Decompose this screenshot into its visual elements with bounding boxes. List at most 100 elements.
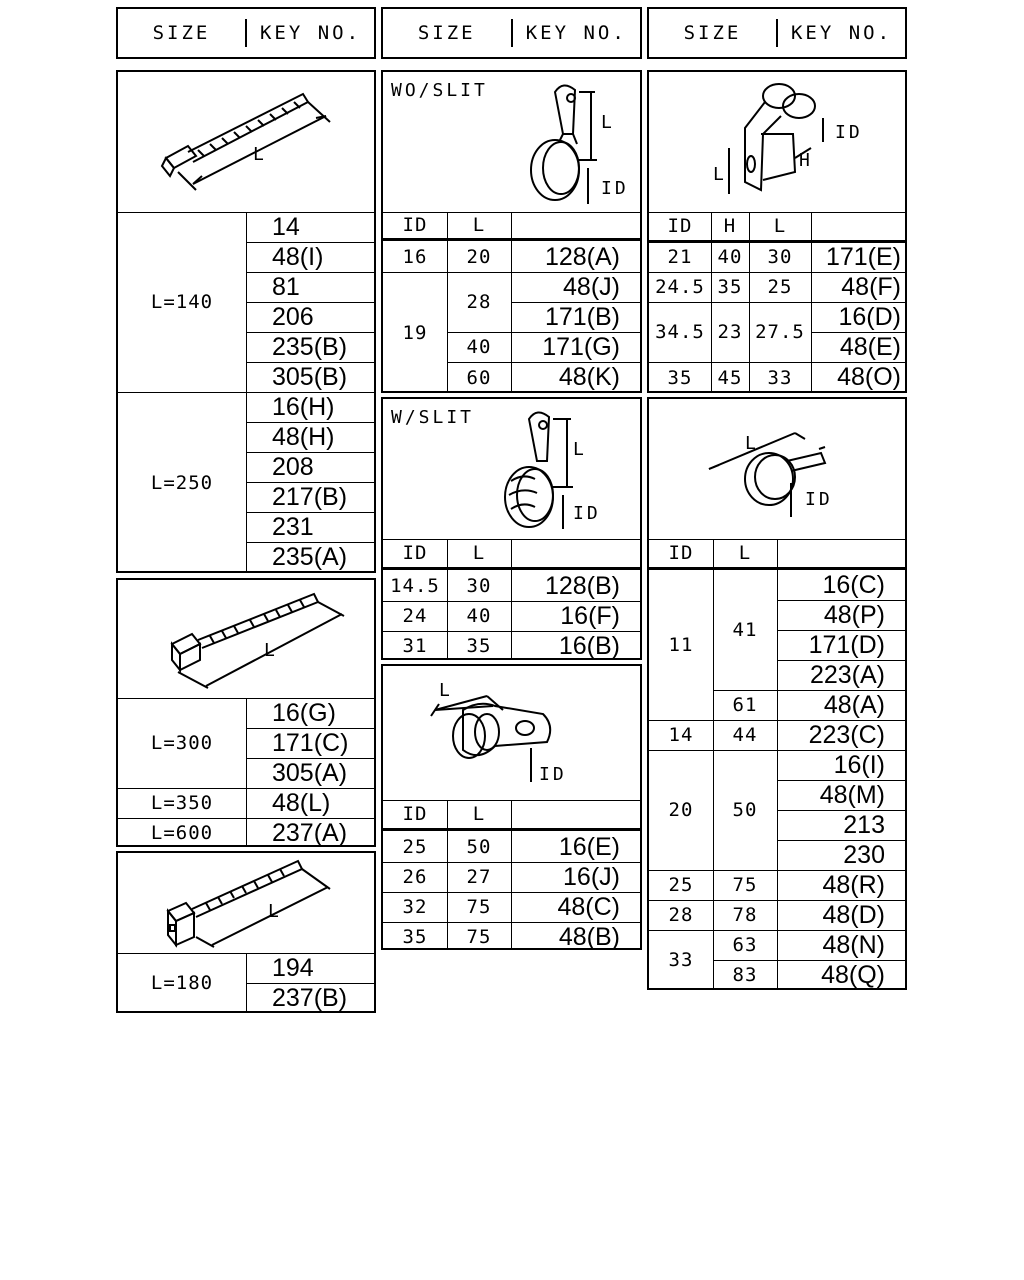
dim-l-label: L (439, 680, 453, 701)
l-cell: 50 (466, 836, 492, 858)
col-header-h: H (723, 215, 737, 237)
size-cell: L=250 (150, 471, 214, 494)
col-header-l: L (472, 214, 486, 236)
l-cell: 50 (732, 799, 758, 821)
id-cell: 31 (402, 635, 428, 657)
id-cell: 16 (402, 246, 428, 268)
l-cell: 30 (767, 246, 793, 268)
key-cell: 235(A) (272, 542, 348, 571)
header-col1: SIZE KEY NO. (116, 7, 376, 59)
id-cell: 21 (667, 246, 693, 268)
key-cell: 48(K) (558, 363, 620, 391)
key-cell: 128(A) (544, 242, 620, 271)
w-slit-clamp-illustration (504, 411, 573, 529)
l-cell: 28 (466, 291, 492, 313)
key-cell: 16(I) (833, 750, 885, 779)
key-cell: 208 (272, 452, 314, 481)
key-cell: 48(M) (819, 780, 885, 809)
key-cell: 48(C) (557, 892, 620, 921)
key-cell: 16(G) (272, 698, 336, 727)
id-cell: 26 (402, 866, 428, 888)
h-cell: 35 (717, 276, 743, 298)
l-cell: 41 (732, 619, 758, 641)
dim-id-label: ID (539, 764, 567, 785)
key-cell: 206 (272, 302, 314, 331)
wo-slit-title: WO/SLIT (391, 80, 488, 101)
h-cell: 23 (717, 321, 743, 343)
key-cell: 237(B) (272, 983, 348, 1012)
key-cell: 305(B) (272, 362, 348, 391)
dim-id-label: ID (805, 489, 833, 510)
key-cell: 171(G) (542, 332, 620, 361)
key-cell: 223(C) (808, 720, 885, 749)
l-cell: 78 (732, 904, 758, 926)
key-cell: 48(I) (272, 242, 324, 271)
key-cell: 48(E) (839, 332, 901, 361)
double-clamp-illustration (728, 83, 824, 194)
id-cell: 33 (668, 949, 694, 971)
size-cell: L=180 (150, 972, 214, 994)
l-cell: 60 (466, 366, 492, 389)
l-cell: 25 (767, 276, 793, 298)
l-cell: 30 (466, 575, 492, 597)
key-cell: 16(C) (822, 570, 885, 599)
w-slit-title: W/SLIT (391, 407, 475, 428)
l-cell: 63 (732, 934, 758, 956)
key-cell: 48(P) (823, 600, 885, 629)
l-cell: 40 (466, 336, 492, 358)
id-cell: 24.5 (655, 276, 705, 298)
h-cell: 40 (717, 246, 743, 268)
key-cell: 16(J) (563, 862, 620, 891)
key-cell: 237(A) (272, 818, 348, 847)
size-header: SIZE (152, 22, 211, 44)
l-cell: 27.5 (755, 321, 805, 343)
id-cell: 19 (402, 321, 428, 344)
key-cell: 48(D) (822, 900, 885, 929)
col-header-id: ID (667, 215, 693, 237)
size-header: SIZE (417, 22, 476, 44)
dim-l-label: L (268, 901, 282, 922)
wo-slit-clamp-illustration (530, 84, 597, 204)
cable-tie-a-illustration (160, 92, 331, 191)
key-cell: 48(B) (558, 922, 620, 951)
band-clamp-illustration (708, 432, 827, 517)
col-header-l: L (472, 803, 486, 825)
key-cell: 48(Q) (821, 960, 885, 989)
dim-id-label: ID (835, 122, 863, 143)
key-cell: 48(F) (841, 272, 901, 301)
key-no-header: KEY NO. (259, 22, 362, 44)
l-cell: 33 (767, 366, 793, 389)
l-cell: 61 (732, 694, 758, 716)
key-cell: 230 (843, 840, 885, 869)
key-cell: 171(D) (808, 630, 885, 659)
l-cell: 75 (466, 926, 492, 948)
key-cell: 16(D) (838, 302, 901, 331)
size-header: SIZE (683, 22, 742, 44)
col-header-l: L (738, 542, 752, 564)
key-cell: 48(J) (563, 272, 620, 301)
col-header-id: ID (402, 542, 428, 564)
key-cell: 217(B) (272, 482, 348, 511)
key-cell: 171(C) (272, 728, 349, 757)
l-cell: 75 (732, 874, 758, 896)
dim-l-label: L (264, 640, 278, 661)
h-cell: 45 (717, 366, 743, 389)
col-header-id: ID (402, 803, 428, 825)
key-cell: 48(A) (823, 690, 885, 719)
key-cell: 305(A) (272, 758, 348, 787)
key-cell: 16(B) (558, 631, 620, 660)
size-cell: L=140 (150, 291, 214, 313)
key-cell: 48(H) (272, 422, 335, 451)
key-cell: 48(O) (837, 363, 901, 391)
size-cell: L=300 (150, 732, 214, 754)
key-cell: 81 (272, 272, 300, 301)
id-cell: 28 (668, 904, 694, 926)
key-cell: 194 (272, 953, 314, 982)
key-cell: 16(E) (558, 832, 620, 861)
col-header-l: L (472, 542, 486, 564)
key-cell: 171(E) (825, 242, 901, 271)
id-cell: 14 (668, 724, 694, 746)
